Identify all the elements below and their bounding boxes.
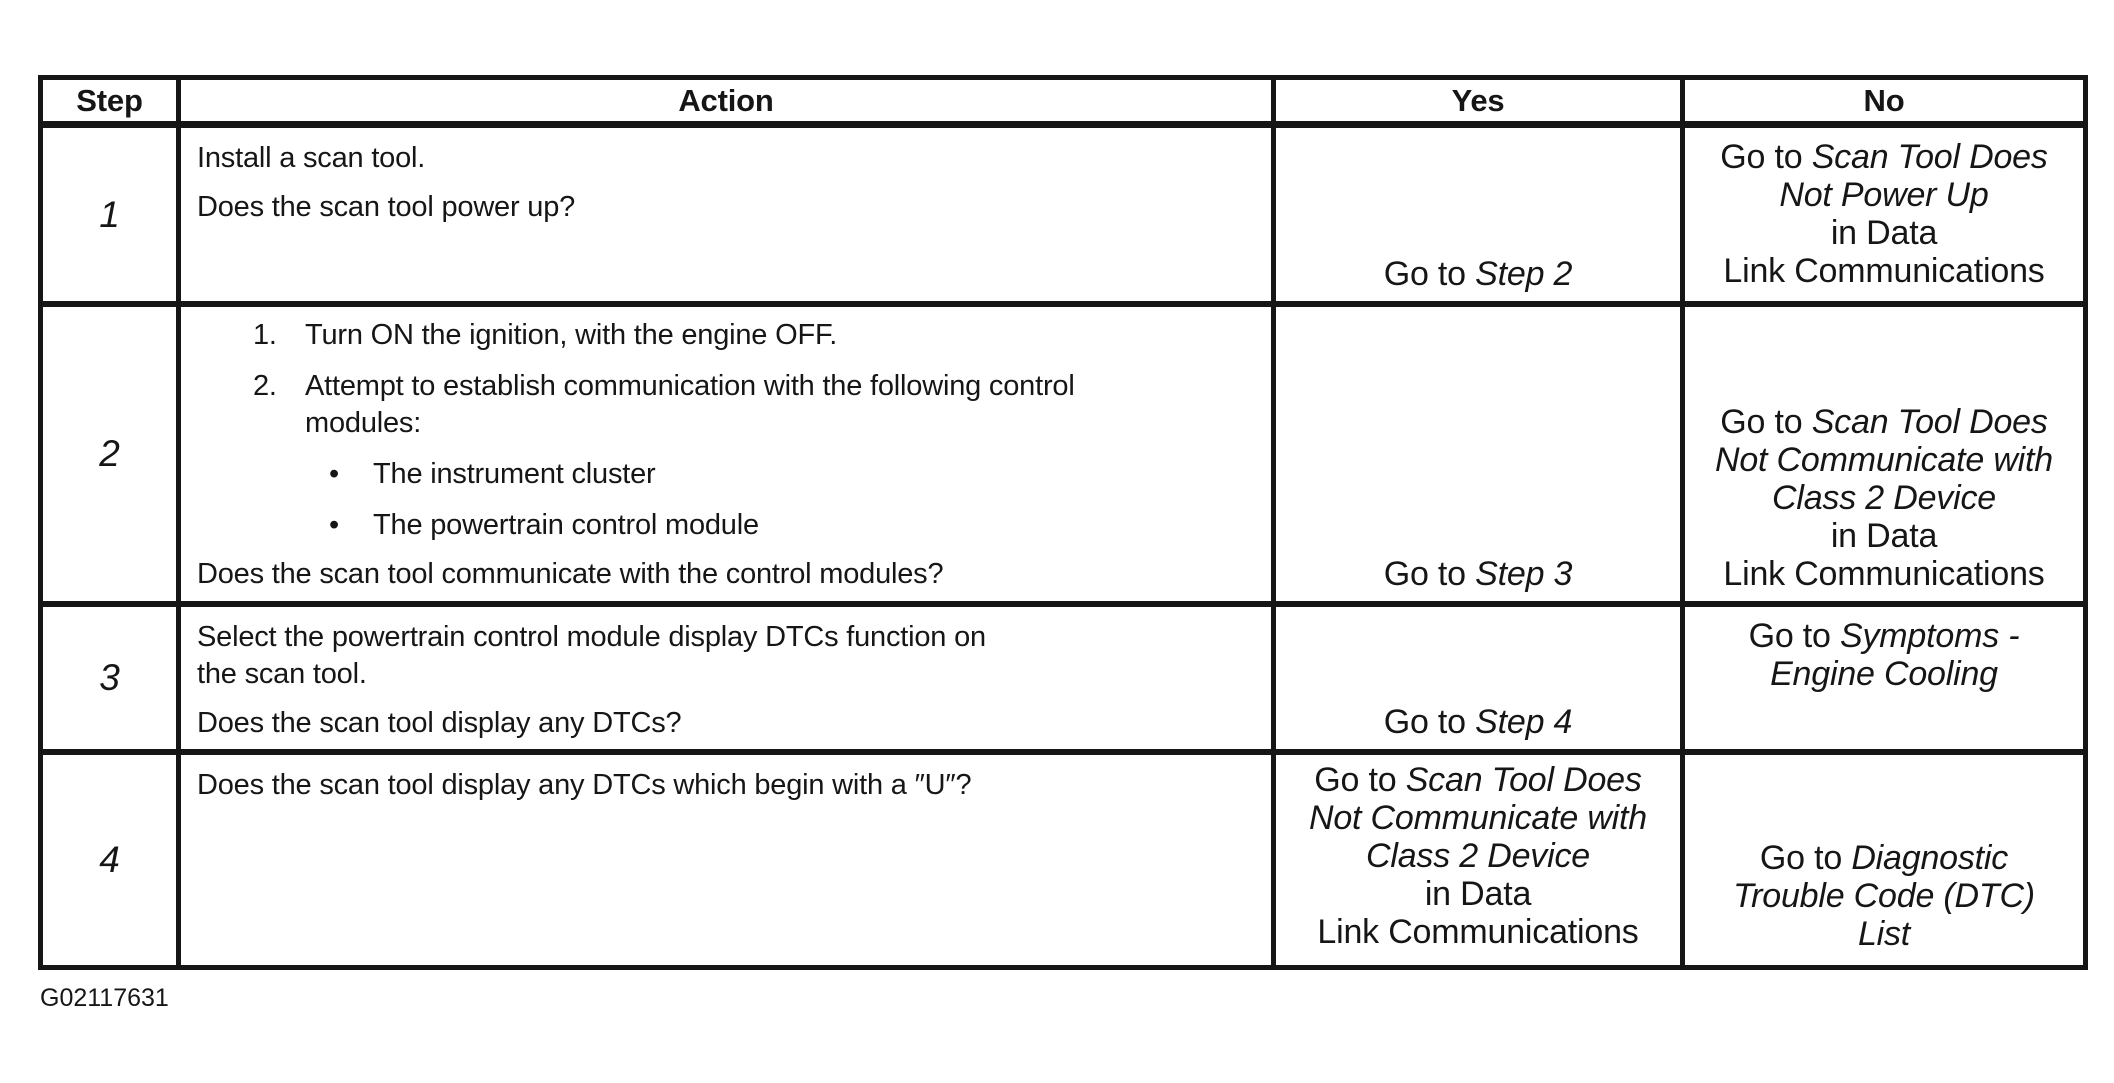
bullet-item-2: • The powertrain control module [329,507,1253,544]
action-text: Install a scan tool. [197,142,426,174]
yes-cell-2: Go to Step 3 [1276,307,1685,607]
header-yes: Yes [1276,80,1685,128]
action-question: Does the scan tool display any DTCs? [197,707,682,739]
header-step: Step [43,80,181,128]
bullet-icon: • [329,509,339,541]
step-cell-3: 3 [43,607,181,755]
header-no: No [1685,80,2083,128]
header-action: Action [181,80,1276,128]
action-cell-3: Select the powertrain control module dis… [181,607,1276,755]
action-question: Does the scan tool power up? [197,191,576,223]
step-cell-4: 4 [43,755,181,965]
action-question: Does the scan tool display any DTCs whic… [197,769,972,801]
yes-text: Go to Step 2 [1383,255,1573,293]
bullet-text: The powertrain control module [373,509,759,541]
diagnostic-table: Step Action Yes No 1 Install a scan tool… [38,75,2088,970]
bullet-text: The instrument cluster [373,458,656,490]
item-text: Attempt to establish communication with … [305,370,1075,439]
step-cell-2: 2 [43,307,181,607]
action-cell-4: Does the scan tool display any DTCs whic… [181,755,1276,965]
bullet-item-1: • The instrument cluster [329,456,1253,493]
yes-text: Go to Step 4 [1383,703,1573,741]
item-number: 1. [253,319,277,351]
yes-cell-1: Go to Step 2 [1276,128,1685,307]
step-number: 1 [99,193,120,235]
action-cell-1: Install a scan tool. Does the scan tool … [181,128,1276,307]
action-text: Select the powertrain control module dis… [197,621,986,690]
action-question: Does the scan tool communicate with the … [197,558,944,590]
figure-id: G02117631 [40,984,169,1012]
bullet-icon: • [329,458,339,490]
step-number: 3 [99,657,120,698]
no-cell-3: Go to Symptoms -Engine Cooling [1685,607,2083,755]
numbered-item-2: 2. Attempt to establish communication wi… [253,368,1253,442]
yes-cell-3: Go to Step 4 [1276,607,1685,755]
step-number: 2 [99,433,120,474]
step-number: 4 [99,839,120,880]
item-text: Turn ON the ignition, with the engine OF… [305,319,838,351]
numbered-item-1: 1. Turn ON the ignition, with the engine… [253,317,1253,354]
step-cell-1: 1 [43,128,181,307]
action-cell-2: 1. Turn ON the ignition, with the engine… [181,307,1276,607]
no-text: Go to Symptoms -Engine Cooling [1748,617,2020,693]
yes-text: Go to Step 3 [1383,555,1573,593]
item-number: 2. [253,370,277,402]
